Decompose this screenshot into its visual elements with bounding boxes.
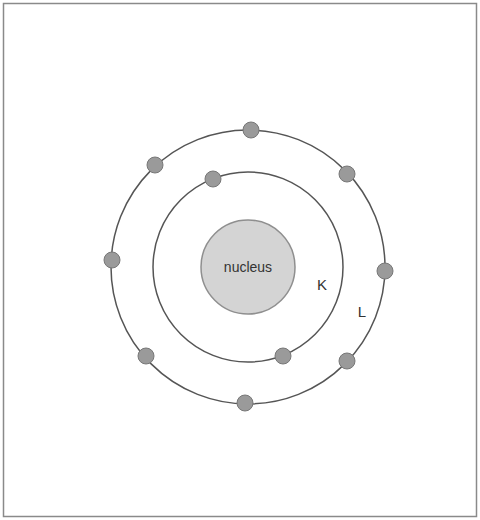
- shell-label: K: [317, 277, 327, 292]
- electron: [104, 252, 120, 268]
- outer-shell: [111, 130, 385, 404]
- nucleus-circle: nucleus: [200, 219, 296, 315]
- node-label: nucleus: [224, 259, 272, 275]
- electron: [237, 395, 253, 411]
- electron: [243, 122, 259, 138]
- shell-label: L: [358, 304, 366, 319]
- frame: [4, 4, 477, 517]
- nucleus-fill: [201, 220, 295, 314]
- electron: [147, 157, 163, 173]
- electron: [339, 353, 355, 369]
- electron: [138, 348, 154, 364]
- electron: [275, 348, 291, 364]
- electron: [339, 166, 355, 182]
- electron: [205, 171, 221, 187]
- electron: [377, 263, 393, 279]
- electrons: [104, 122, 393, 411]
- inner-shell: [153, 172, 343, 362]
